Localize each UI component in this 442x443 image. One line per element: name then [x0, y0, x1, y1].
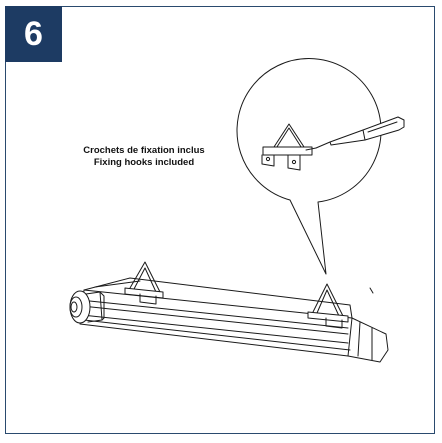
led-batten-light-fixture: [69, 261, 389, 363]
caption-french: Crochets de fixation inclus: [83, 145, 205, 156]
magnified-detail-callout: [236, 58, 382, 275]
fixing-hook-detail-icon: [261, 123, 317, 171]
instruction-panel-frame: [5, 6, 435, 434]
fixing-hooks-caption: Crochets de fixation inclus Fixing hooks…: [58, 145, 230, 169]
step-number-badge: 6: [5, 6, 62, 62]
caption-english: Fixing hooks included: [93, 157, 195, 168]
screwdriver-icon: [315, 116, 405, 149]
